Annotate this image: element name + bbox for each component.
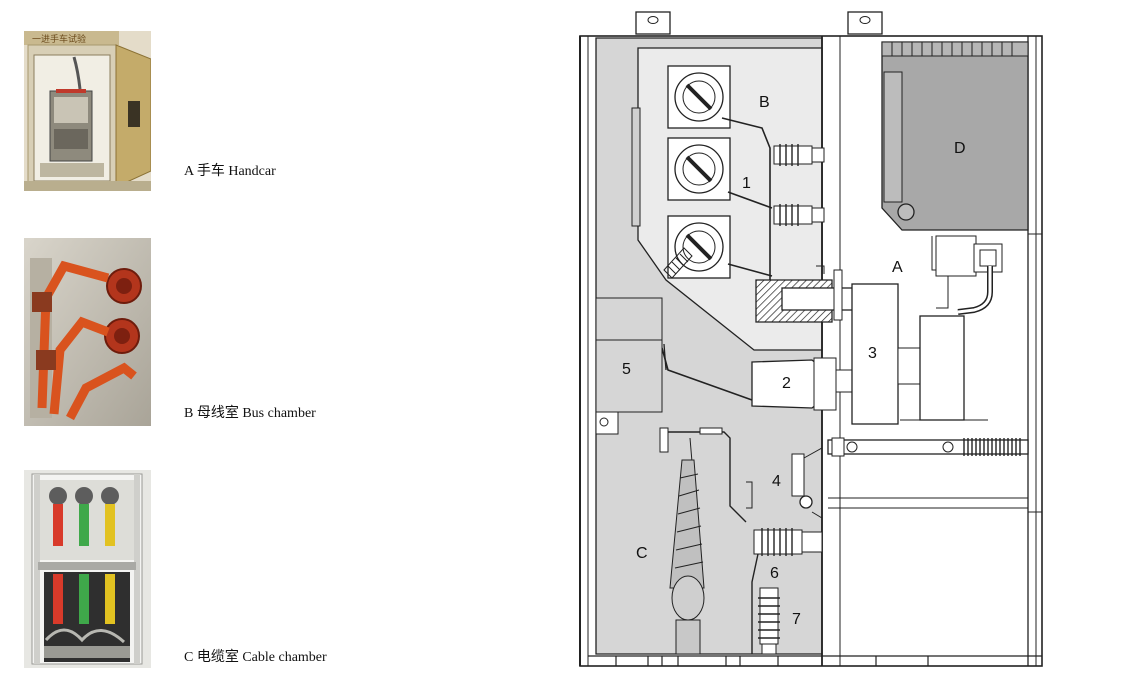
photo-handcar: 一进手车试验 xyxy=(24,31,151,191)
bushing-middle xyxy=(667,137,731,201)
switchgear-cross-section: B 1 D A 3 2 5 4 C 6 7 xyxy=(576,8,1046,670)
label-2: 2 xyxy=(782,375,791,392)
caption-cable-chamber: C 电缆室 Cable chamber xyxy=(184,650,327,665)
label-D: D xyxy=(954,140,966,157)
floor-base xyxy=(588,655,1042,666)
label-5: 5 xyxy=(622,361,631,378)
handcar-rail xyxy=(827,437,1029,509)
bushing-top xyxy=(667,65,731,129)
caption-handcar: A 手车 Handcar xyxy=(184,164,276,179)
upper-contact-spout xyxy=(755,265,859,323)
label-A: A xyxy=(892,259,903,276)
lifting-lug-left xyxy=(635,11,671,35)
lower-contact-spout xyxy=(751,357,857,411)
label-B: B xyxy=(759,94,770,111)
label-7: 7 xyxy=(792,611,801,628)
cable-connection xyxy=(659,427,747,655)
caption-bus-chamber: B 母线室 Bus chamber xyxy=(184,406,316,421)
low-voltage-compartment xyxy=(881,41,1029,231)
earthing-switch xyxy=(746,447,823,519)
circuit-breaker-handcar xyxy=(851,235,1003,425)
photo-cable-chamber xyxy=(24,470,151,668)
compartment-5 xyxy=(595,297,663,435)
insulator-7 xyxy=(758,587,780,655)
label-C: C xyxy=(636,545,648,562)
bushing-bottom xyxy=(663,215,731,279)
lifting-lug-right xyxy=(847,11,883,35)
label-6: 6 xyxy=(770,565,779,582)
insulator-1 xyxy=(773,144,825,166)
insulator-6 xyxy=(751,528,823,654)
label-3: 3 xyxy=(868,345,877,362)
label-1: 1 xyxy=(742,175,751,192)
insulator-2 xyxy=(773,204,825,226)
cabinet-nameplate: 一进手车试验 xyxy=(32,33,86,45)
photo-bus-chamber xyxy=(24,238,151,426)
label-4: 4 xyxy=(772,473,781,490)
